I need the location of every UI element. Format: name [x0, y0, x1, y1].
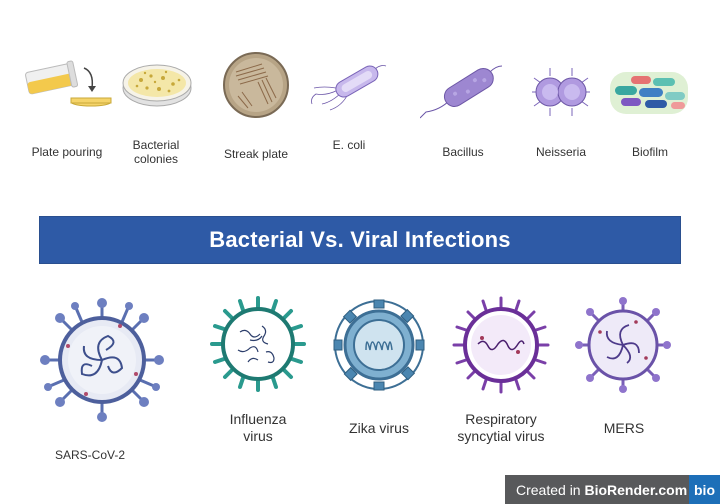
label-ecoli: E. coli — [332, 138, 366, 152]
badge-brand: BioRender.com — [584, 481, 688, 498]
bacillus-illustration — [420, 65, 503, 119]
neisseria-illustration — [532, 68, 590, 116]
label-streak-plate: Streak plate — [223, 147, 289, 161]
badge-text: Created in BioRender.com — [505, 482, 687, 498]
banner-title: Bacterial Vs. Viral Infections — [209, 227, 511, 252]
label-mers: MERS — [603, 420, 645, 436]
label-influenza-line1: Influenza — [229, 411, 287, 427]
rsv-illustration — [452, 296, 550, 394]
biofilm-illustration — [610, 72, 688, 114]
title-banner: Bacterial Vs. Viral Infections — [39, 216, 681, 264]
plate-pouring-illustration — [25, 60, 112, 107]
label-bacterial-colonies-line1: Bacterial — [132, 138, 180, 152]
badge-created-in: Created in — [516, 481, 585, 498]
label-rsv-line2: syncytial virus — [457, 427, 545, 444]
label-rsv-line1: Respiratory — [465, 411, 537, 427]
sars-cov-2-illustration — [40, 298, 164, 422]
label-bacillus: Bacillus — [442, 145, 484, 159]
mers-illustration — [575, 297, 671, 393]
label-rsv: Respiratory syncytial virus — [440, 411, 562, 445]
label-sars-cov-2: SARS-CoV-2 — [54, 448, 126, 462]
bacterial-colonies-illustration — [122, 64, 192, 107]
label-zika-virus: Zika virus — [349, 420, 409, 436]
label-bacterial-colonies: Bacterial colonies — [116, 138, 196, 167]
ecoli-illustration — [311, 65, 387, 111]
label-influenza-line2: virus — [243, 427, 273, 444]
label-plate-pouring: Plate pouring — [31, 145, 103, 159]
biorender-logo-icon: bio — [689, 475, 720, 504]
label-bacterial-colonies-line2: colonies — [133, 152, 179, 167]
biorender-badge[interactable]: Created in BioRender.com bio — [505, 475, 720, 504]
influenza-virus-illustration — [210, 296, 306, 392]
label-neisseria: Neisseria — [535, 145, 586, 159]
zika-virus-illustration — [333, 299, 425, 391]
label-biofilm: Biofilm — [631, 145, 668, 159]
streak-plate-illustration — [223, 52, 289, 118]
label-influenza-virus: Influenza virus — [210, 411, 306, 445]
